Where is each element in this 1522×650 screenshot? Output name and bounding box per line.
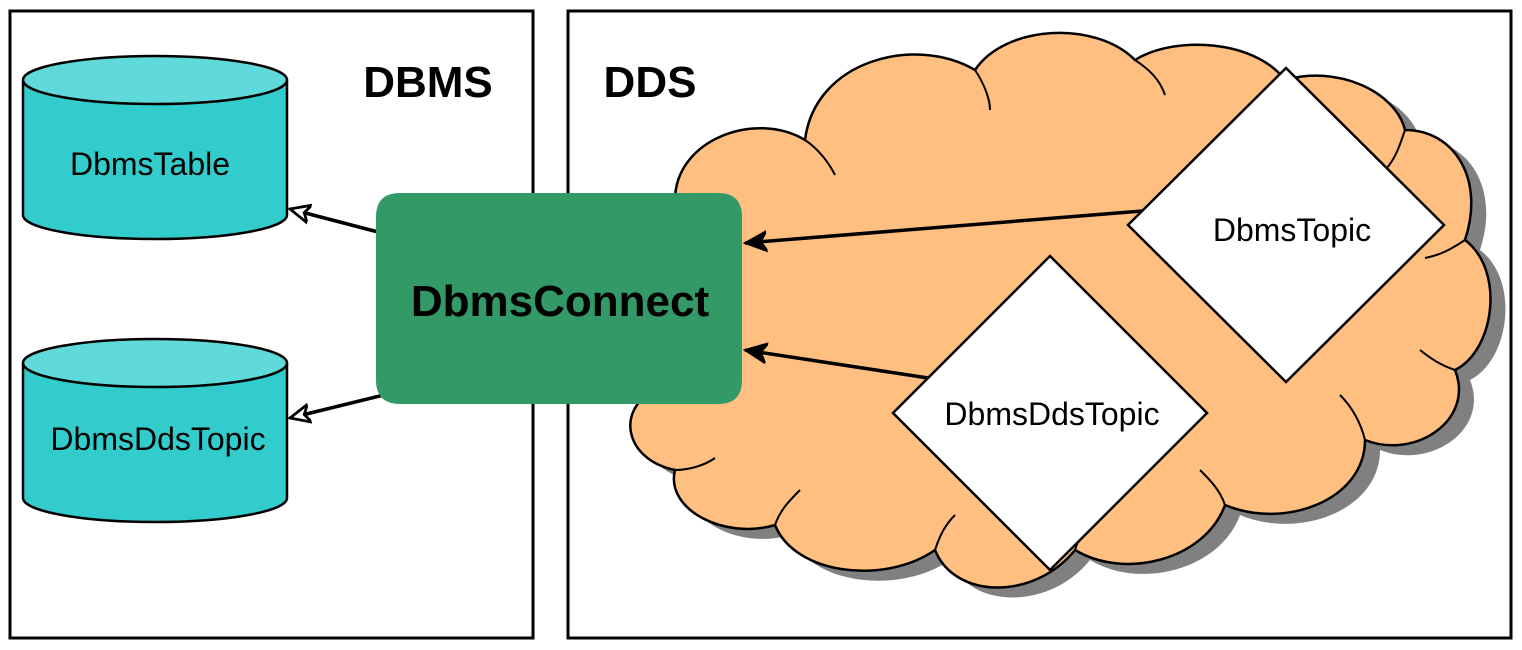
database-cylinder-icon	[21, 363, 289, 524]
dbms-topic-node: DbmsTopic	[1126, 66, 1446, 384]
dbms-connect-node: DbmsConnect	[376, 193, 742, 404]
dbms-topic-label: DbmsTopic	[1213, 212, 1371, 248]
dbms-table-label: DbmsTable	[70, 146, 230, 182]
dbms-table-cylinder: DbmsTable	[21, 54, 289, 241]
arrow-dbms-dds-topic-to-connect	[745, 350, 929, 380]
dbms-dds-topic-table-label: DbmsDdsTopic	[50, 421, 265, 457]
dbms-dds-topic-cylinder: DbmsDdsTopic	[21, 337, 289, 524]
topic-diamond-shape	[1126, 66, 1446, 384]
database-cylinder-top	[21, 337, 289, 389]
dbms-connect-box	[376, 193, 742, 404]
arrow-connect-to-dbms-dds-topic-table	[290, 391, 393, 418]
dbms-dds-topic-label: DbmsDdsTopic	[944, 396, 1159, 432]
topic-diamond-shape	[891, 254, 1209, 572]
arrow-dbms-topic-to-connect	[745, 209, 1143, 243]
dbms-connect-label: DbmsConnect	[411, 277, 710, 326]
dbms-dds-topic-node: DbmsDdsTopic	[891, 254, 1209, 572]
dds-panel-title: DDS	[604, 58, 697, 107]
database-cylinder-top	[21, 54, 289, 106]
database-cylinder-icon	[21, 80, 289, 241]
dbms-panel-title: DBMS	[363, 58, 493, 107]
arrow-connect-to-dbms-table	[290, 209, 379, 234]
